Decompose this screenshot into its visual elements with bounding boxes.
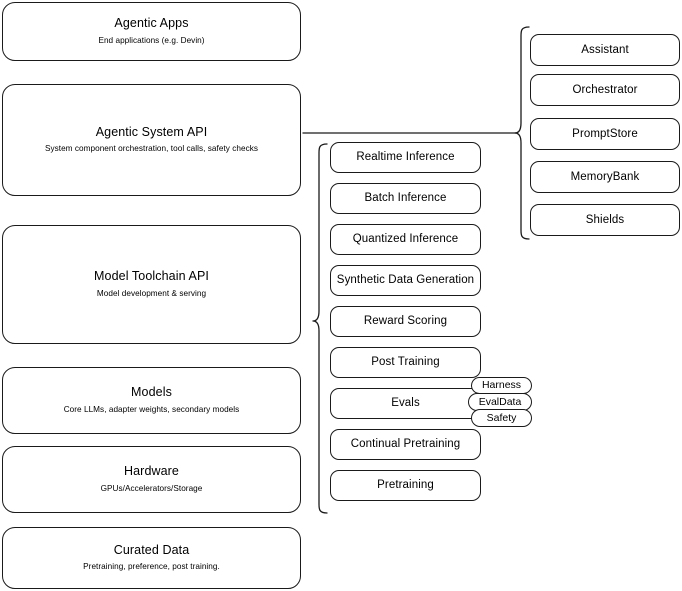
layer-model-toolchain-api[interactable]: Model Toolchain API Model development & … bbox=[2, 225, 301, 344]
layer-title: Models bbox=[131, 385, 172, 400]
layer-title: Curated Data bbox=[113, 542, 190, 557]
toolchain-item-label: Evals bbox=[391, 397, 420, 410]
layer-subtitle: System component orchestration, tool cal… bbox=[44, 144, 259, 154]
toolchain-item-label: Synthetic Data Generation bbox=[336, 274, 475, 287]
system-item-label: Assistant bbox=[581, 43, 629, 56]
toolchain-item-evals[interactable]: Evals bbox=[330, 388, 481, 419]
system-item-label: PromptStore bbox=[572, 127, 638, 140]
system-item-orchestrator[interactable]: Orchestrator bbox=[530, 74, 680, 106]
evals-badge-safety[interactable]: Safety bbox=[471, 409, 532, 427]
toolchain-item-label: Post Training bbox=[371, 356, 440, 369]
layer-subtitle: End applications (e.g. Devin) bbox=[98, 35, 205, 45]
toolchain-item-label: Pretraining bbox=[377, 479, 434, 492]
layer-subtitle: Pretraining, preference, post training. bbox=[83, 562, 220, 572]
toolchain-item-label: Quantized Inference bbox=[352, 233, 459, 246]
system-item-shields[interactable]: Shields bbox=[530, 204, 680, 236]
toolchain-item-synthetic-data-generation[interactable]: Synthetic Data Generation bbox=[330, 265, 481, 296]
system-item-memorybank[interactable]: MemoryBank bbox=[530, 161, 680, 193]
toolchain-item-label: Batch Inference bbox=[364, 192, 447, 205]
layer-subtitle: Core LLMs, adapter weights, secondary mo… bbox=[63, 404, 240, 414]
toolchain-item-label: Continual Pretraining bbox=[350, 438, 461, 451]
layer-title: Hardware bbox=[124, 464, 179, 479]
toolchain-item-realtime-inference[interactable]: Realtime Inference bbox=[330, 142, 481, 173]
system-item-promptstore[interactable]: PromptStore bbox=[530, 118, 680, 150]
system-item-label: Shields bbox=[585, 213, 625, 226]
toolchain-item-reward-scoring[interactable]: Reward Scoring bbox=[330, 306, 481, 337]
layer-curated-data[interactable]: Curated Data Pretraining, preference, po… bbox=[2, 527, 301, 589]
evals-badge-harness[interactable]: Harness bbox=[471, 377, 532, 394]
layer-subtitle: GPUs/Accelerators/Storage bbox=[100, 483, 203, 493]
toolchain-item-continual-pretraining[interactable]: Continual Pretraining bbox=[330, 429, 481, 460]
layer-hardware[interactable]: Hardware GPUs/Accelerators/Storage bbox=[2, 446, 301, 513]
layer-agentic-apps[interactable]: Agentic Apps End applications (e.g. Devi… bbox=[2, 2, 301, 61]
layer-title: Agentic System API bbox=[95, 124, 208, 139]
right-brace bbox=[514, 26, 530, 240]
layer-title: Model Toolchain API bbox=[94, 269, 209, 284]
system-item-label: Orchestrator bbox=[572, 83, 638, 96]
toolchain-item-label: Realtime Inference bbox=[356, 151, 455, 164]
toolchain-item-pretraining[interactable]: Pretraining bbox=[330, 470, 481, 501]
toolchain-item-quantized-inference[interactable]: Quantized Inference bbox=[330, 224, 481, 255]
system-item-label: MemoryBank bbox=[570, 170, 640, 183]
layer-title: Agentic Apps bbox=[114, 16, 189, 31]
toolchain-item-batch-inference[interactable]: Batch Inference bbox=[330, 183, 481, 214]
middle-brace bbox=[312, 143, 328, 514]
toolchain-item-label: Reward Scoring bbox=[363, 315, 448, 328]
toolchain-item-post-training[interactable]: Post Training bbox=[330, 347, 481, 378]
layer-agentic-system-api[interactable]: Agentic System API System component orch… bbox=[2, 84, 301, 196]
system-item-assistant[interactable]: Assistant bbox=[530, 34, 680, 66]
layer-models[interactable]: Models Core LLMs, adapter weights, secon… bbox=[2, 367, 301, 434]
layer-subtitle: Model development & serving bbox=[96, 288, 207, 298]
